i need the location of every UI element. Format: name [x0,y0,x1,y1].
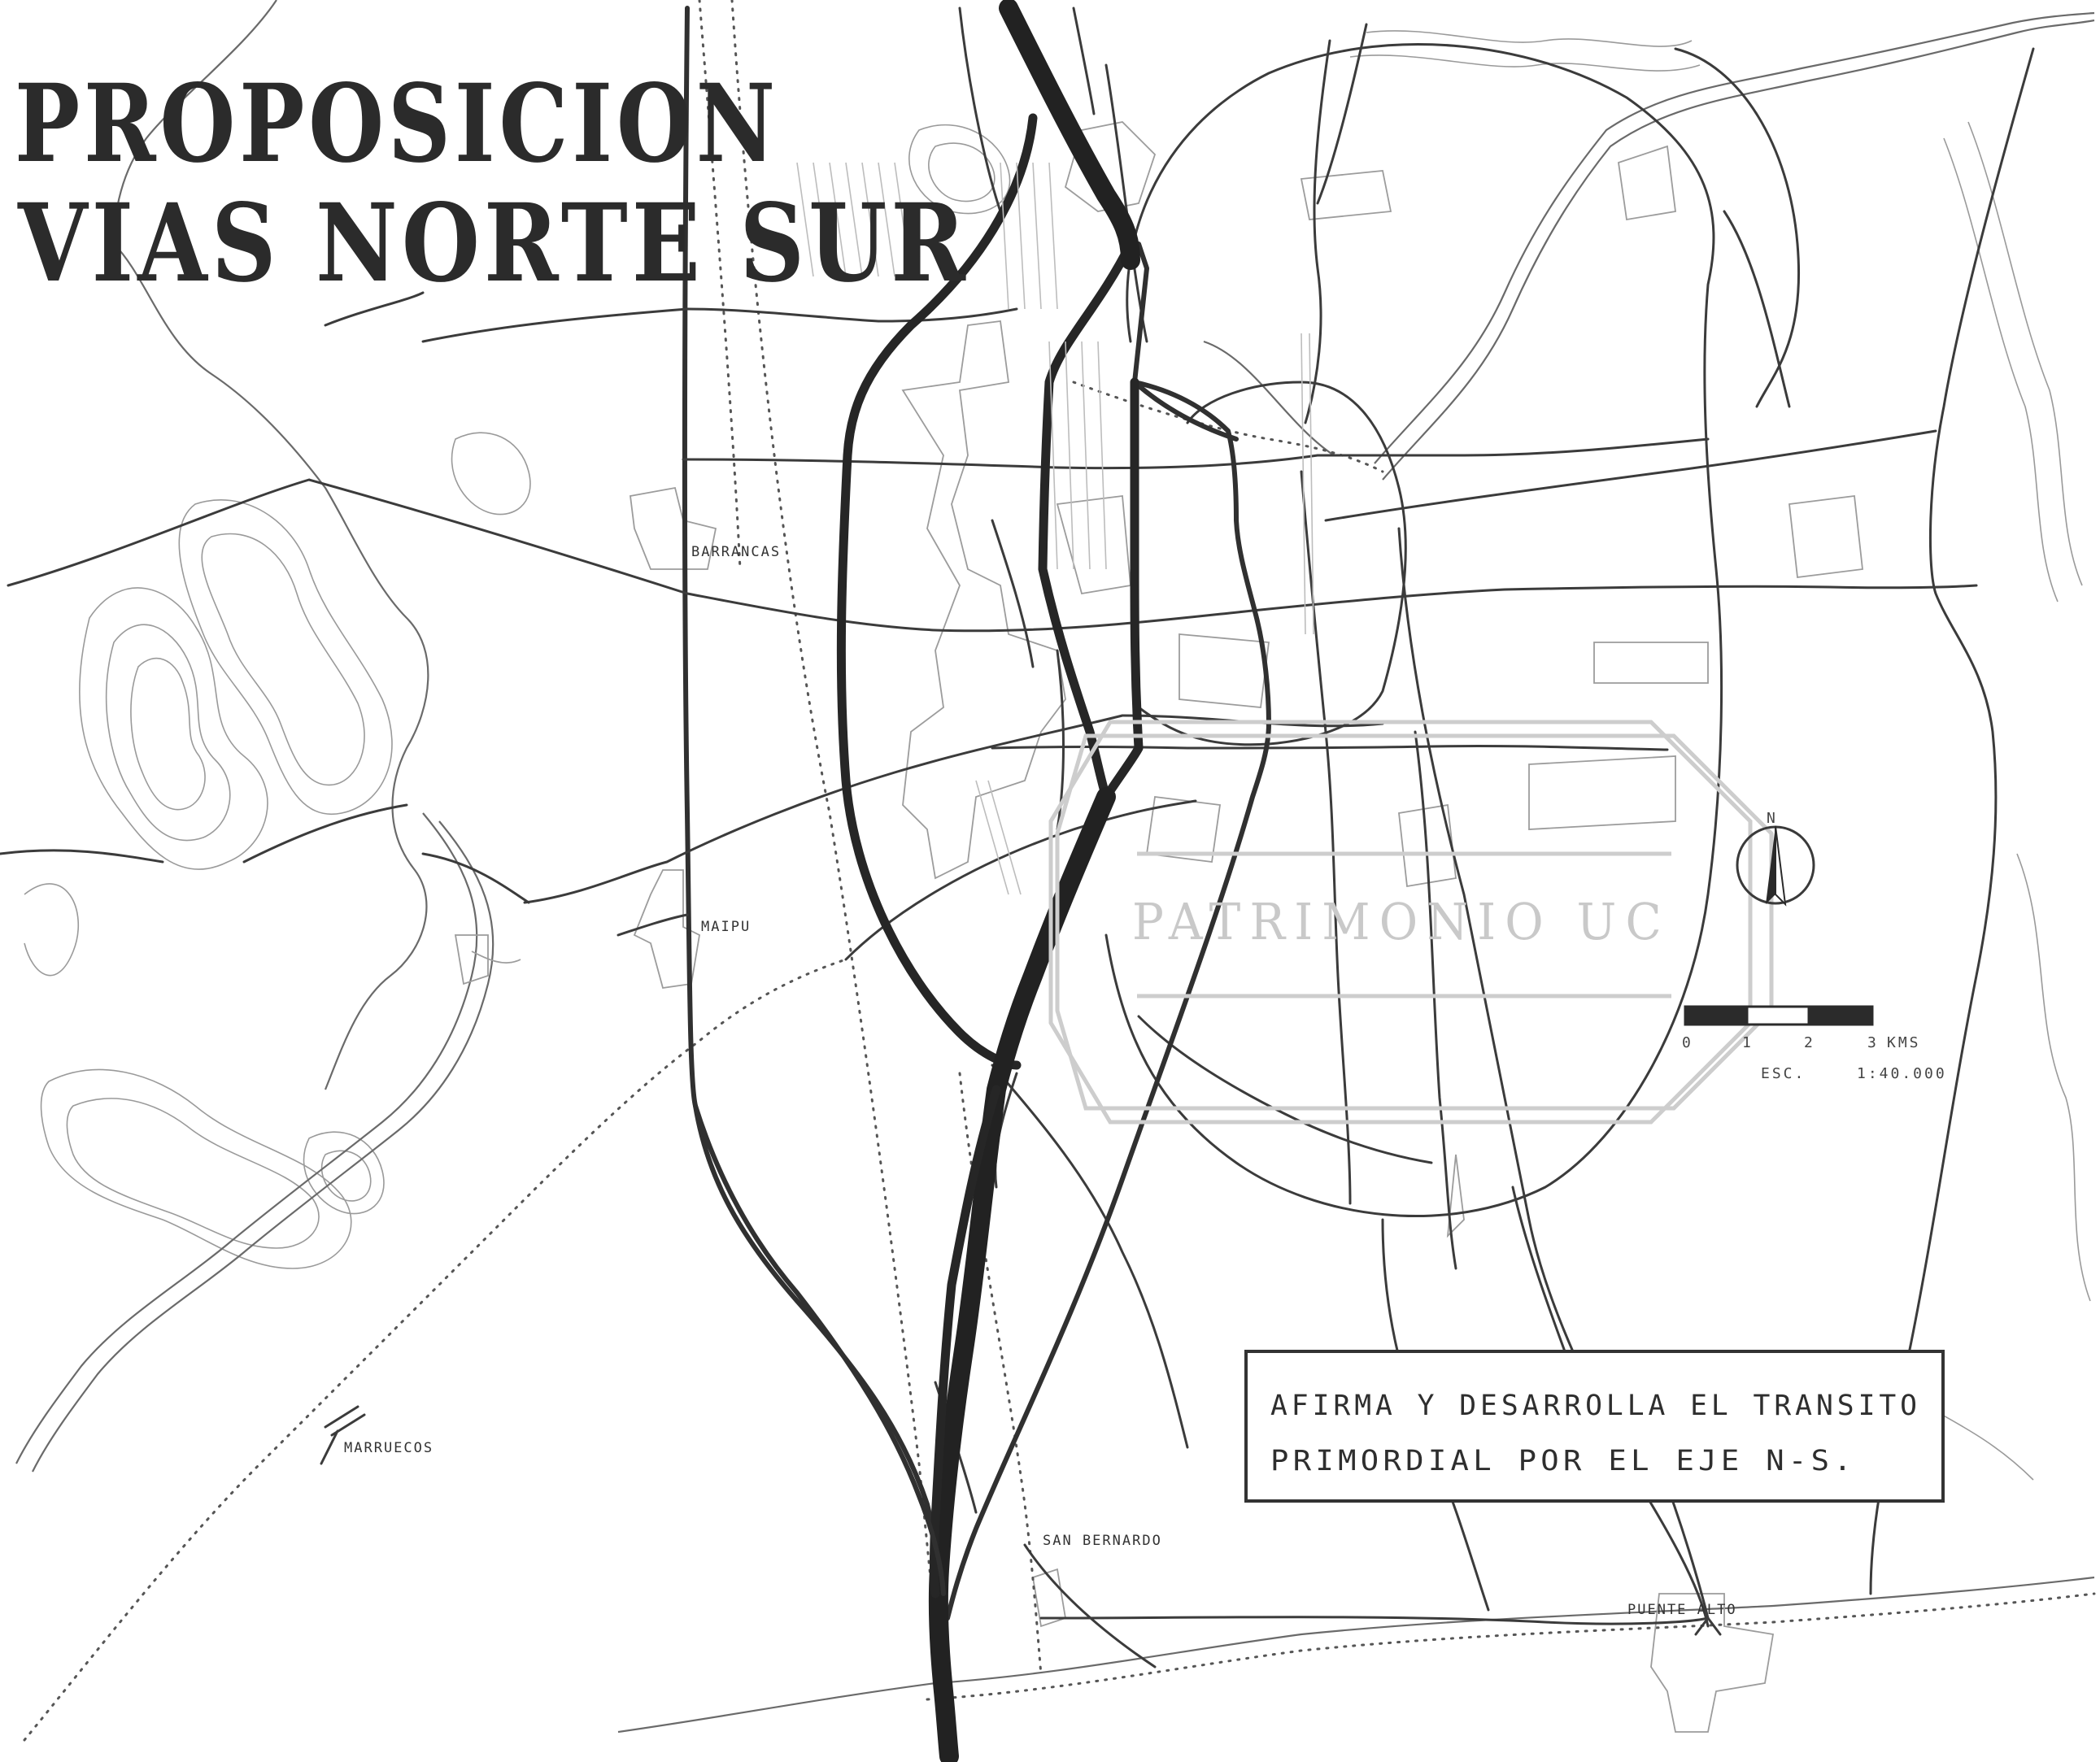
compass-label: N [1767,810,1778,827]
place-labels: BARRANCAS MAIPU MARRUECOS SAN BERNARDO P… [320,544,1737,1636]
title-line-2: VIAS NORTE SUR [17,181,969,307]
compass: N [1736,810,1815,907]
note-line-2: PRIMORDIAL POR EL EJE N-S. [1270,1445,1856,1477]
scale-tick-2: 2 [1804,1034,1815,1051]
watermark-text: PATRIMONIO UC [1132,892,1671,951]
label-puente-alto: PUENTE ALTO [1627,1602,1737,1618]
ring-road [1104,42,1723,1217]
note-line-1: AFIRMA Y DESARROLLA EL TRANSITO [1270,1390,1921,1422]
watermark: PATRIMONIO UC [1048,720,1774,1125]
proposed-north-south-routes [693,0,1271,1762]
route-main-axis [999,0,1140,270]
watermark-octagon [1048,720,1753,1125]
route-inner-east [945,380,1271,1621]
scale-ratio: 1:40.000 [1857,1065,1947,1082]
thin-roads [0,6,2035,1677]
map-title: PROPOSICION VIAS NORTE SUR [15,61,969,307]
north-arrow-icon [1766,826,1775,904]
scale-unit: KMS [1887,1034,1921,1051]
topographic-contours [24,30,2091,1481]
scale-tick-1: 1 [1742,1034,1754,1051]
scale-tick-0: 0 [1682,1034,1693,1051]
urban-zones [454,121,1863,1733]
scale-label: ESC. [1761,1065,1806,1082]
hatch-areas [796,162,1314,895]
route-west-loop [836,113,1038,1070]
scale-tick-3: 3 [1867,1034,1879,1051]
label-marruecos: MARRUECOS [344,1440,434,1456]
label-maipu: MAIPU [701,919,751,935]
title-line-1: PROPOSICION [15,61,779,187]
label-san-bernardo: SAN BERNARDO [1043,1533,1162,1549]
note-box: AFIRMA Y DESARROLLA EL TRANSITO PRIMORDI… [1244,1350,1945,1503]
scale-bar: 0 1 2 3 KMS ESC. 1:40.000 [1682,1005,1947,1082]
label-barrancas: BARRANCAS [691,544,781,560]
rivers [15,0,2096,1734]
river-mapocho [1382,19,2095,481]
